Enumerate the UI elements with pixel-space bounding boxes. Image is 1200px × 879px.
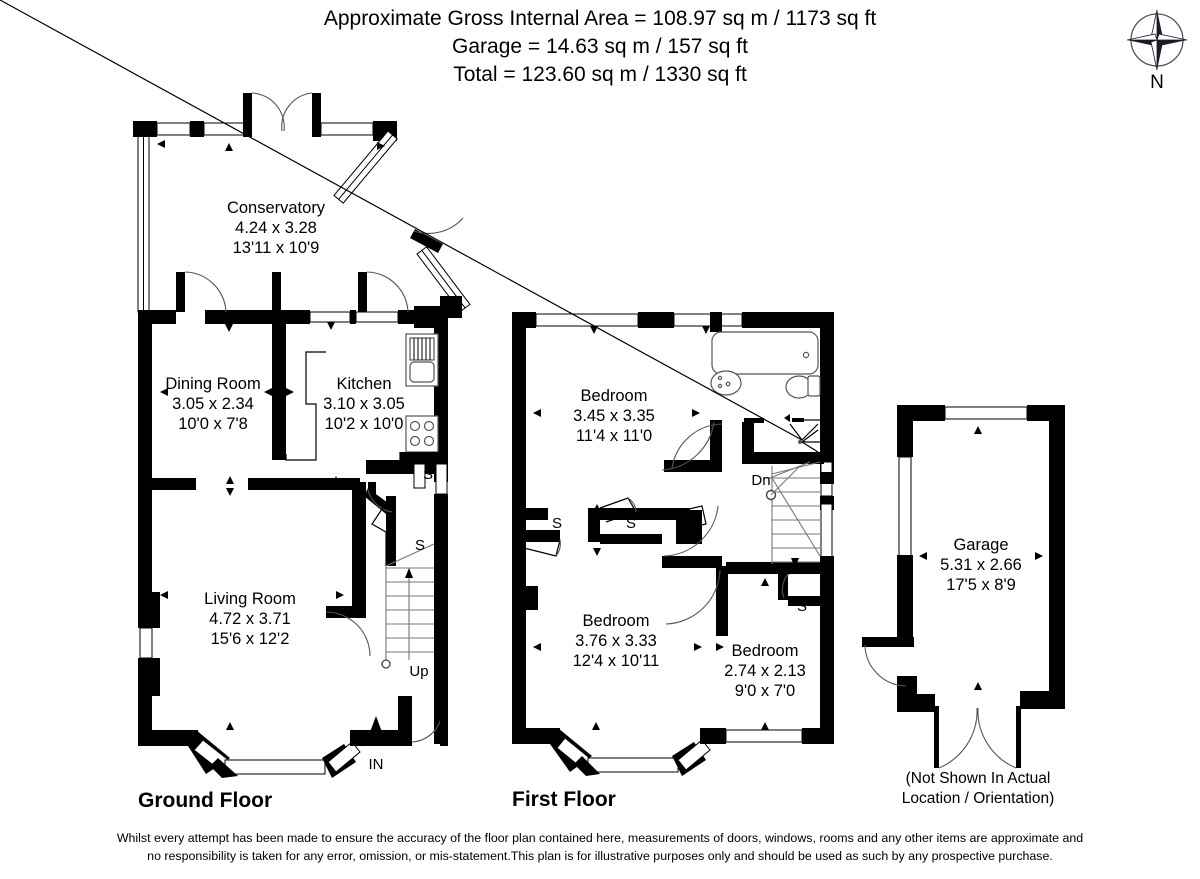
first-floor-title: First Floor (512, 788, 616, 811)
disclaimer-line-2: no responsibility is taken for any error… (147, 849, 1053, 863)
compass-rose-icon: N (1126, 9, 1188, 93)
bathroom-fixtures (0, 0, 821, 453)
room-name: Kitchen (336, 375, 391, 393)
storage-cupboard-label: S (552, 515, 562, 532)
conservatory-walls (133, 92, 471, 318)
room-name: Conservatory (227, 199, 326, 217)
room-dimension-imperial: 11'4 x 11'0 (576, 427, 652, 445)
garage-plan: Garage 5.31 x 2.66 17'5 x 8'9 (Not Shown… (862, 405, 1065, 807)
disclaimer: Whilst every attempt has been made to en… (117, 831, 1083, 863)
garage-note-line2: Location / Orientation) (902, 790, 1055, 807)
room-dimension-imperial: 10'2 x 10'0 (325, 415, 404, 433)
ground-staircase (381, 543, 435, 669)
room-dimension-metric: 5.31 x 2.66 (940, 556, 1022, 574)
ground-floor-plan: Conservatory 4.24 x 3.28 13'11 x 10'9 Di… (133, 92, 471, 812)
room-name: Bedroom (581, 387, 648, 405)
first-floor-internal-walls (523, 312, 830, 636)
room-name: Living Room (204, 590, 296, 608)
entrance-label: IN (369, 756, 384, 773)
storage-cupboard-label: S (423, 466, 433, 483)
room-dimension-metric: 3.10 x 3.05 (323, 395, 405, 413)
storage-cupboard-label: S (797, 598, 807, 615)
room-dimension-imperial: 17'5 x 8'9 (946, 576, 1016, 594)
storage-cupboard-label: S (415, 537, 425, 554)
room-name: Bedroom (583, 612, 650, 630)
room-dimension-metric: 4.24 x 3.28 (235, 219, 317, 237)
ground-floor-title: Ground Floor (138, 789, 272, 812)
gross-internal-area-line: Approximate Gross Internal Area = 108.97… (324, 7, 876, 30)
storage-cupboard-label: S (684, 515, 694, 532)
shower-icon (0, 0, 820, 453)
garage-label: Garage 5.31 x 2.66 17'5 x 8'9 (940, 536, 1022, 594)
conservatory-label: Conservatory 4.24 x 3.28 13'11 x 10'9 (227, 199, 326, 257)
storage-cupboard-label: S (626, 515, 636, 532)
room-dimension-imperial: 10'0 x 7'8 (178, 415, 248, 433)
first-floor-plan: Bedroom 3.45 x 3.35 11'4 x 11'0 Bedroom … (0, 0, 834, 811)
kitchen-label: Kitchen 3.10 x 3.05 10'2 x 10'0 (323, 375, 405, 433)
ground-floor-view-markers (157, 140, 442, 730)
area-summary: Approximate Gross Internal Area = 108.97… (324, 7, 876, 86)
stairs-down-label: Dn (751, 472, 770, 489)
bedroom-3-label: Bedroom 2.74 x 2.13 9'0 x 7'0 (724, 642, 806, 700)
bedroom-1-label: Bedroom 3.45 x 3.35 11'4 x 11'0 (573, 387, 655, 445)
ground-floor-outer-walls (138, 271, 448, 778)
first-floor-staircase (764, 461, 821, 568)
room-dimension-metric: 4.72 x 3.71 (209, 610, 291, 628)
room-dimension-metric: 3.45 x 3.35 (573, 407, 655, 425)
room-name: Bedroom (732, 642, 799, 660)
kitchen-fixtures (399, 333, 439, 462)
room-dimension-imperial: 13'11 x 10'9 (233, 239, 320, 257)
dining-room-label: Dining Room 3.05 x 2.34 10'0 x 7'8 (165, 375, 260, 433)
bedroom-2-label: Bedroom 3.76 x 3.33 12'4 x 10'11 (573, 612, 660, 670)
garage-area-line: Garage = 14.63 sq m / 157 sq ft (452, 35, 748, 58)
room-dimension-imperial: 9'0 x 7'0 (735, 682, 795, 700)
first-floor-outer-walls (512, 312, 834, 776)
garage-walls (862, 405, 1065, 769)
entrance-marker: IN (369, 716, 384, 773)
stairs-up-label: Up (409, 663, 428, 680)
ground-floor-internal-walls (168, 324, 436, 657)
compass-north-label: N (1150, 72, 1164, 93)
room-name: Dining Room (165, 375, 260, 393)
bathtub-icon (711, 331, 819, 375)
room-name: Garage (953, 536, 1008, 554)
room-dimension-metric: 2.74 x 2.13 (724, 662, 806, 680)
total-area-line: Total = 123.60 sq m / 1330 sq ft (453, 63, 747, 86)
room-dimension-imperial: 15'6 x 12'2 (211, 630, 290, 648)
toilet-icon (785, 375, 821, 399)
room-dimension-metric: 3.76 x 3.33 (575, 632, 657, 650)
living-room-label: Living Room 4.72 x 3.71 15'6 x 12'2 (204, 590, 296, 648)
room-dimension-metric: 3.05 x 2.34 (172, 395, 254, 413)
first-floor-view-markers (533, 326, 828, 730)
room-dimension-imperial: 12'4 x 10'11 (573, 652, 660, 670)
disclaimer-line-1: Whilst every attempt has been made to en… (117, 831, 1083, 845)
garage-note-line1: (Not Shown In Actual (906, 770, 1051, 787)
